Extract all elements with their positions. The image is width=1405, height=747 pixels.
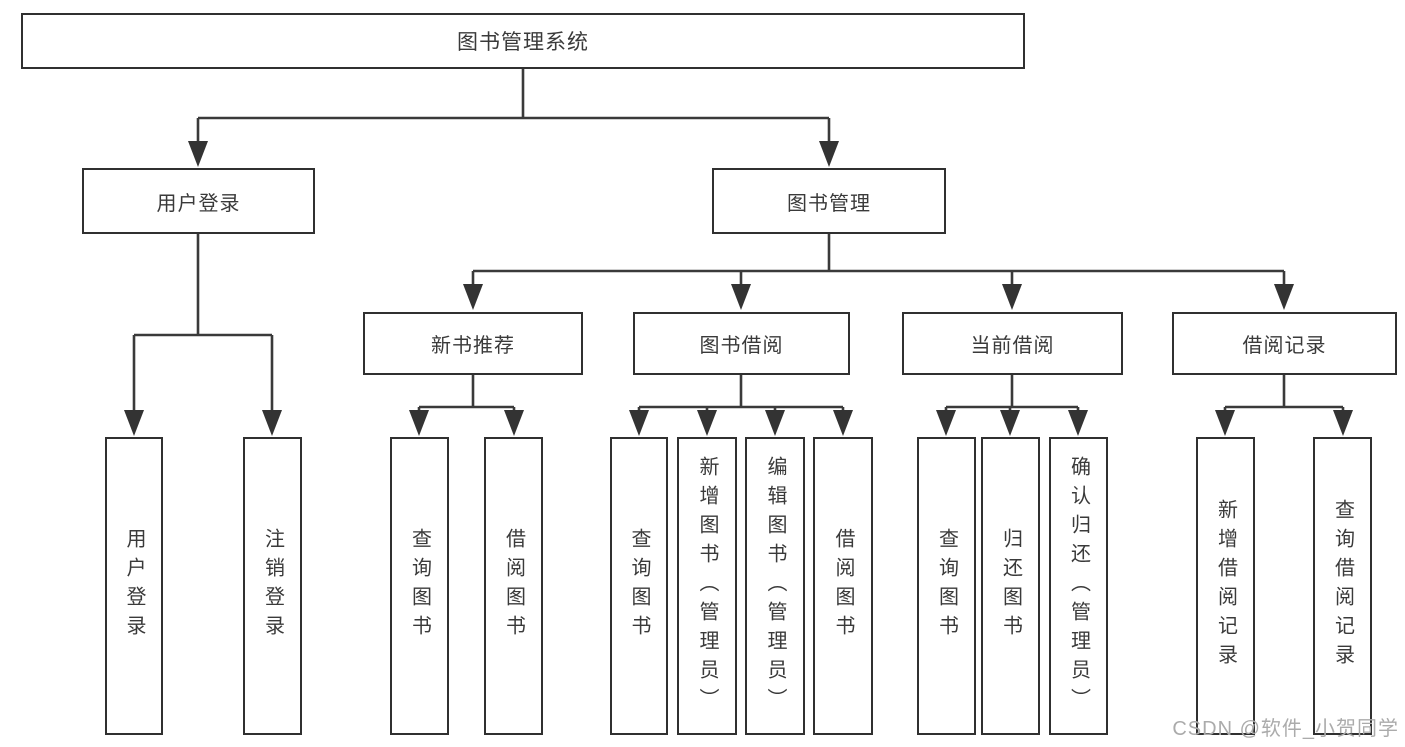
edges-current-to-leaves: [936, 375, 1088, 436]
arrow-down-icon: [188, 141, 208, 167]
node-book-management: 图书管理: [712, 168, 946, 234]
leaf-logout: 注销登录: [243, 437, 302, 735]
arrow-down-icon: [833, 410, 853, 436]
leaf-borrow-books-2: 借阅图书: [813, 437, 873, 735]
node-current-borrow: 当前借阅: [902, 312, 1123, 375]
leaf-query-books-1: 查询图书: [390, 437, 449, 735]
leaf-add-books-admin: 新增图书（管理员）: [677, 437, 737, 735]
arrow-down-icon: [1000, 410, 1020, 436]
arrow-down-icon: [1333, 410, 1353, 436]
arrow-down-icon: [409, 410, 429, 436]
node-user-login: 用户登录: [82, 168, 315, 234]
arrow-down-icon: [765, 410, 785, 436]
edges-userlogin-to-leaves: [124, 234, 282, 436]
node-root-system: 图书管理系统: [21, 13, 1025, 69]
arrow-down-icon: [463, 284, 483, 310]
leaf-edit-books-admin: 编辑图书（管理员）: [745, 437, 805, 735]
arrow-down-icon: [731, 284, 751, 310]
arrow-down-icon: [936, 410, 956, 436]
arrow-down-icon: [629, 410, 649, 436]
leaf-return-books: 归还图书: [981, 437, 1040, 735]
leaf-borrow-books-1: 借阅图书: [484, 437, 543, 735]
arrow-down-icon: [697, 410, 717, 436]
arrow-down-icon: [262, 410, 282, 436]
leaf-query-books-3: 查询图书: [917, 437, 976, 735]
leaf-query-borrow-record: 查询借阅记录: [1313, 437, 1372, 735]
leaf-add-borrow-record: 新增借阅记录: [1196, 437, 1255, 735]
arrow-down-icon: [819, 141, 839, 167]
arrow-down-icon: [1274, 284, 1294, 310]
node-new-book-recommend: 新书推荐: [363, 312, 583, 375]
edges-newbooks-to-leaves: [409, 375, 524, 436]
edges-bookmgmt-to-level3: [463, 234, 1294, 310]
edges-records-to-leaves: [1215, 375, 1353, 436]
arrow-down-icon: [1215, 410, 1235, 436]
arrow-down-icon: [504, 410, 524, 436]
node-book-borrow: 图书借阅: [633, 312, 850, 375]
csdn-watermark: CSDN @软件_小贺同学: [1172, 718, 1399, 740]
arrow-down-icon: [1068, 410, 1088, 436]
leaf-confirm-return-admin: 确认归还（管理员）: [1049, 437, 1108, 735]
edges-root-to-level2: [188, 69, 839, 167]
arrow-down-icon: [124, 410, 144, 436]
leaf-query-books-2: 查询图书: [610, 437, 668, 735]
edges-borrow-to-leaves: [629, 375, 853, 436]
leaf-user-login: 用户登录: [105, 437, 163, 735]
node-borrow-records: 借阅记录: [1172, 312, 1397, 375]
arrow-down-icon: [1002, 284, 1022, 310]
